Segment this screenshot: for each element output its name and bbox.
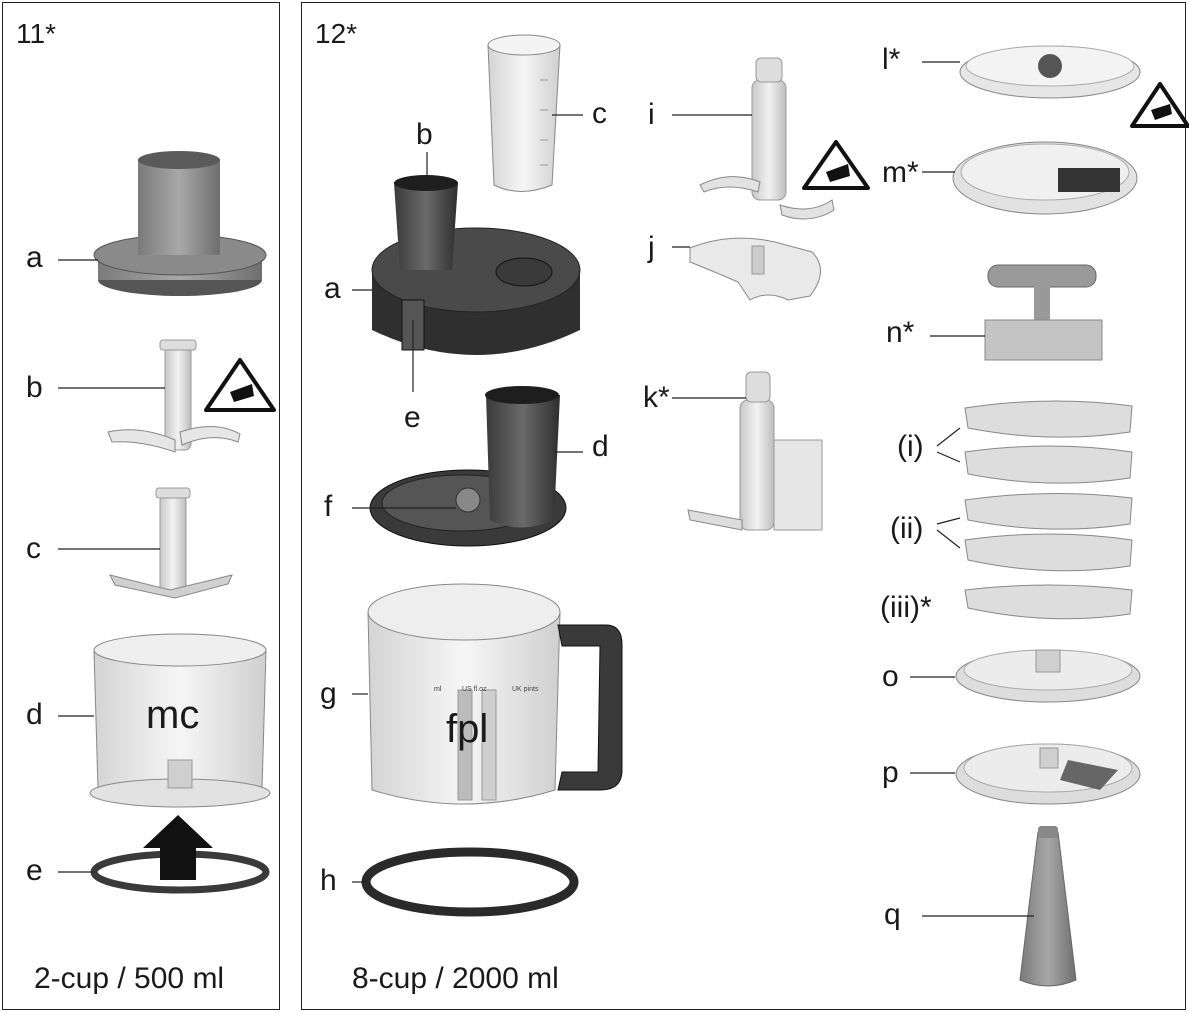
label-12j: j xyxy=(648,231,655,264)
mini-lid xyxy=(93,151,267,296)
reversible-insert-iii xyxy=(964,584,1133,620)
disc-shaft-q xyxy=(1019,826,1077,987)
mini-bowl xyxy=(89,633,271,808)
mini-anti-slip-ring xyxy=(90,815,270,894)
label-12-ii-insert: (ii) xyxy=(890,512,924,545)
label-12b: b xyxy=(416,118,433,151)
processor-bowl xyxy=(367,583,623,805)
label-12h: h xyxy=(320,864,337,897)
label-12k: k* xyxy=(643,381,670,414)
label-12p: p xyxy=(882,756,899,789)
label-12q: q xyxy=(884,898,901,931)
scale-header-usfloz: US fl.oz xyxy=(462,686,487,693)
mini-bowl-mark: mc xyxy=(146,693,200,737)
label-12m: m* xyxy=(882,156,919,189)
processor-lid xyxy=(371,175,581,355)
reversible-insert-i xyxy=(964,400,1133,484)
panel-11-footer: 2-cup / 500 ml xyxy=(34,962,225,995)
label-12e: e xyxy=(404,401,421,434)
processor-anti-slip-ring xyxy=(361,847,579,917)
dough-blade xyxy=(689,237,821,301)
mini-chopping-blade xyxy=(107,339,241,453)
processor-chopping-blade xyxy=(699,57,835,220)
label-11b: b xyxy=(26,371,43,404)
blade-warning-icon xyxy=(802,140,870,190)
scale-header-ukpints: UK pints xyxy=(512,686,539,693)
blade-carrier xyxy=(369,386,567,547)
mini-ice-crushing-blade xyxy=(109,487,233,599)
label-11e: e xyxy=(26,854,43,887)
disc-p xyxy=(955,743,1141,805)
reversible-insert-ii xyxy=(964,492,1133,572)
label-12d: d xyxy=(592,430,609,463)
label-11a: a xyxy=(26,241,43,274)
label-12a: a xyxy=(324,272,341,305)
label-12c: c xyxy=(592,97,607,130)
blade-warning-icon xyxy=(1130,82,1189,128)
label-11c: c xyxy=(26,532,41,565)
label-12f: f xyxy=(324,490,333,523)
label-12l: l* xyxy=(882,43,901,76)
measuring-cup xyxy=(487,34,561,192)
label-12g: g xyxy=(320,677,337,710)
panel-12-title: 12* xyxy=(315,18,358,49)
label-12i: i xyxy=(648,98,655,131)
insert-arrow-icon xyxy=(143,815,213,880)
slicing-disc-l xyxy=(959,45,1141,99)
label-12-iii-insert: (iii)* xyxy=(880,591,932,624)
disc-o xyxy=(955,649,1141,703)
processor-bowl-mark: fpl xyxy=(446,707,489,751)
cleaning-tool-n xyxy=(984,264,1103,361)
panel-12-footer: 8-cup / 2000 ml xyxy=(352,962,559,995)
blade-warning-icon xyxy=(204,358,276,412)
scale-header-ml: ml xyxy=(434,686,442,693)
label-12-i-insert: (i) xyxy=(897,430,924,463)
ice-crushing-blade xyxy=(687,371,823,531)
label-11d: d xyxy=(26,698,43,731)
label-12n: n* xyxy=(886,316,915,349)
panel-11-title: 11* xyxy=(16,18,56,49)
label-12o: o xyxy=(882,660,899,693)
dicing-insert-m xyxy=(952,141,1138,215)
